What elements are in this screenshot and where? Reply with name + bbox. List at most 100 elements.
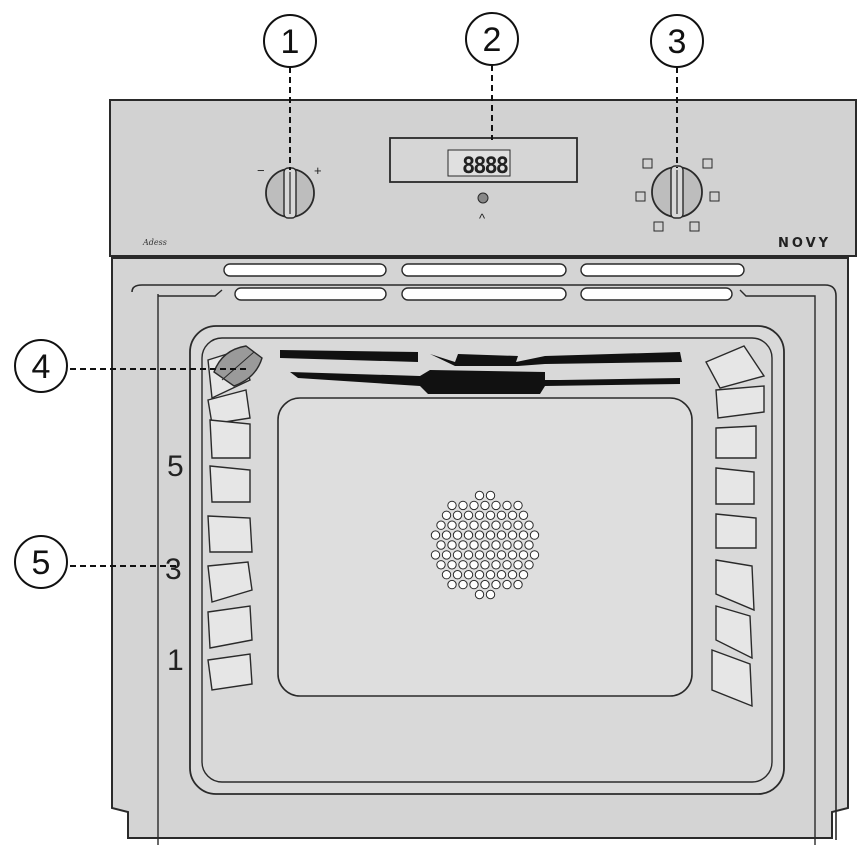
fan-hole bbox=[485, 530, 496, 540]
fan-hole bbox=[529, 530, 540, 540]
fan-hole bbox=[513, 500, 523, 511]
fan-hole bbox=[524, 540, 534, 550]
fan-hole bbox=[491, 579, 501, 590]
display-digits: 8888 bbox=[462, 154, 508, 179]
fan-hole bbox=[458, 560, 468, 570]
fan-hole bbox=[513, 540, 523, 550]
fan-hole bbox=[496, 570, 507, 580]
indicator-arrow: ^ bbox=[479, 211, 486, 226]
fan-hole bbox=[524, 520, 534, 530]
callout-3: 3 bbox=[650, 14, 704, 68]
fan-hole bbox=[458, 540, 468, 550]
oven-lamp bbox=[213, 345, 263, 387]
oven-cavity bbox=[189, 325, 785, 795]
shelf-level-1: 1 bbox=[167, 644, 184, 677]
leader-lines bbox=[70, 65, 678, 567]
fan-hole bbox=[485, 570, 496, 580]
shelf-level-3: 3 bbox=[165, 553, 182, 586]
fan-hole bbox=[430, 530, 441, 540]
fan-hole bbox=[491, 520, 501, 530]
fan-hole bbox=[513, 579, 523, 590]
fan-hole bbox=[474, 490, 485, 501]
fan-hole bbox=[485, 490, 496, 501]
fan-hole bbox=[480, 579, 490, 590]
callout-5-label: 5 bbox=[32, 544, 51, 582]
fan-hole bbox=[518, 570, 529, 580]
callout-3-label: 3 bbox=[668, 23, 687, 61]
fan-hole bbox=[452, 570, 463, 580]
fan-hole bbox=[529, 550, 540, 560]
fan-hole bbox=[430, 550, 441, 560]
shelf-rails-right bbox=[705, 345, 766, 708]
fan-hole bbox=[474, 530, 485, 540]
fan-hole bbox=[496, 550, 507, 560]
fan-hole bbox=[469, 579, 479, 590]
fan-hole bbox=[485, 589, 496, 600]
fan-hole bbox=[480, 540, 490, 550]
fan-hole bbox=[463, 530, 474, 540]
fan-hole bbox=[452, 510, 463, 520]
fan-hole bbox=[441, 530, 452, 540]
function-knob[interactable] bbox=[635, 158, 720, 232]
vent-slots bbox=[223, 263, 745, 301]
fan-hole bbox=[458, 520, 468, 530]
fan-hole bbox=[474, 589, 485, 600]
fan-hole bbox=[518, 530, 529, 540]
shelf-level-5: 5 bbox=[167, 450, 184, 483]
fan-hole bbox=[474, 510, 485, 520]
fan-hole bbox=[463, 510, 474, 520]
callout-2-label: 2 bbox=[483, 21, 502, 59]
fan-hole bbox=[524, 560, 534, 570]
callout-5: 5 bbox=[14, 535, 68, 589]
callout-4: 4 bbox=[14, 339, 68, 393]
fan-hole bbox=[480, 500, 490, 511]
fan-hole bbox=[507, 570, 518, 580]
fan-hole bbox=[469, 500, 479, 511]
fan-hole bbox=[458, 579, 468, 590]
fan-hole bbox=[507, 510, 518, 520]
fan-hole bbox=[485, 510, 496, 520]
shelf-rails-left bbox=[207, 349, 253, 691]
fan-hole bbox=[441, 550, 452, 560]
fan-hole bbox=[469, 560, 479, 570]
fan-grille bbox=[430, 490, 540, 600]
indicator-light bbox=[477, 192, 489, 204]
fan-hole bbox=[518, 510, 529, 520]
fan-hole bbox=[452, 550, 463, 560]
callout-1-label: 1 bbox=[281, 23, 300, 61]
callout-1: 1 bbox=[263, 14, 317, 68]
fan-hole bbox=[496, 530, 507, 540]
knob-minus-label: − bbox=[257, 163, 265, 178]
knob-plus-label: + bbox=[314, 163, 322, 178]
fan-hole bbox=[480, 520, 490, 530]
fan-hole bbox=[447, 560, 457, 570]
fan-hole bbox=[502, 540, 512, 550]
fan-hole bbox=[447, 500, 457, 511]
fan-hole bbox=[502, 500, 512, 511]
fan-hole bbox=[447, 579, 457, 590]
fan-hole bbox=[507, 530, 518, 540]
fan-hole bbox=[447, 520, 457, 530]
fan-hole bbox=[469, 520, 479, 530]
fan-hole bbox=[447, 540, 457, 550]
fan-hole bbox=[485, 550, 496, 560]
fan-hole bbox=[436, 540, 446, 550]
fan-hole bbox=[507, 550, 518, 560]
brand-logo: NOVY bbox=[778, 236, 831, 251]
fan-hole bbox=[474, 550, 485, 560]
fan-hole bbox=[518, 550, 529, 560]
fan-hole bbox=[491, 500, 501, 511]
fan-hole bbox=[491, 560, 501, 570]
fan-hole bbox=[469, 540, 479, 550]
callout-2: 2 bbox=[465, 12, 519, 66]
fan-hole bbox=[436, 560, 446, 570]
grill-element bbox=[280, 350, 682, 394]
fan-hole bbox=[441, 570, 452, 580]
function-symbols bbox=[635, 158, 720, 232]
fan-hole bbox=[502, 579, 512, 590]
fan-hole bbox=[463, 570, 474, 580]
fan-hole bbox=[436, 520, 446, 530]
fan-hole bbox=[502, 520, 512, 530]
brand-logo-left: Adess bbox=[142, 238, 167, 247]
